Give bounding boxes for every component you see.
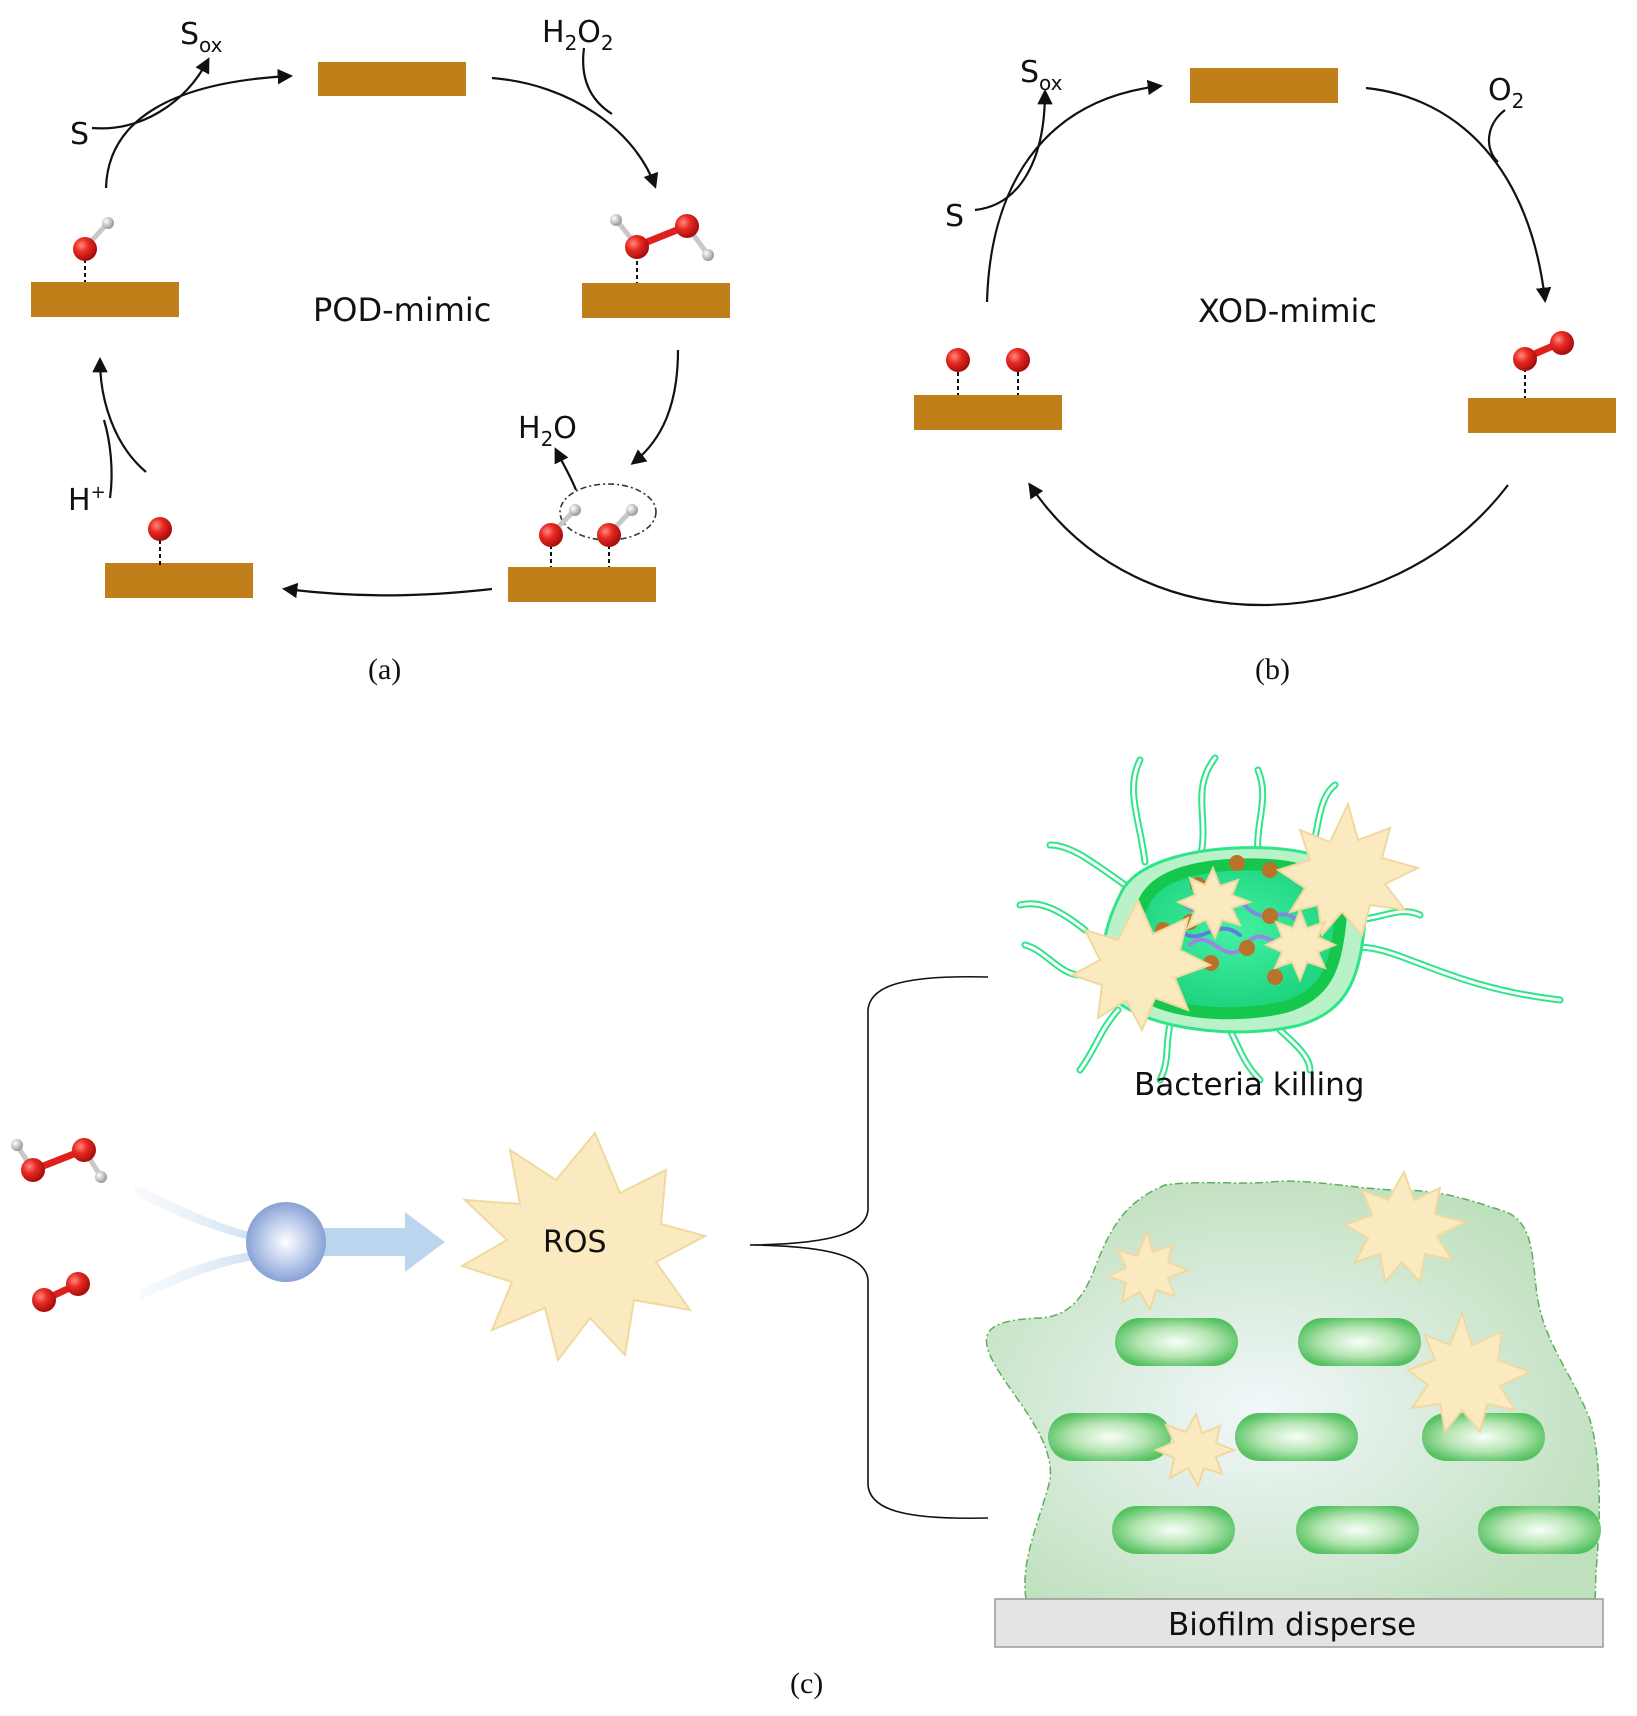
catalyst-slab-right-b bbox=[1468, 398, 1616, 433]
bacterium-illustration bbox=[1016, 754, 1564, 1084]
xod-mimic-title: XOD-mimic bbox=[1198, 292, 1377, 330]
ros-burst-bacteria-1 bbox=[1275, 801, 1421, 938]
ros-burst-bacteria-2 bbox=[1069, 897, 1213, 1033]
ros-burst-biofilm-2 bbox=[1105, 1229, 1191, 1313]
ros-burst bbox=[459, 1131, 708, 1363]
arrow-top-to-right-b bbox=[1365, 86, 1552, 304]
arrow-hplus-in bbox=[102, 419, 113, 499]
h2o-label: H2O bbox=[518, 411, 577, 451]
caption-c: (c) bbox=[790, 1667, 823, 1700]
o2-adsorbate-b bbox=[1513, 331, 1574, 398]
ros-label: ROS bbox=[543, 1225, 607, 1260]
arrow-right-to-bottom bbox=[630, 349, 680, 465]
catalyst-slab-right bbox=[582, 283, 730, 318]
panel-a: Sox H2O2 S POD-mimic H2O H+ (a) bbox=[31, 15, 730, 686]
biofilm-illustration bbox=[985, 1169, 1604, 1648]
ros-burst-biofilm-1 bbox=[1342, 1169, 1468, 1285]
biofilm-disperse-label: Biofilm disperse bbox=[1168, 1607, 1416, 1643]
arrow-h2o2-in bbox=[582, 47, 613, 115]
ros-burst-biofilm-3 bbox=[1405, 1309, 1533, 1435]
bacteria-killing-label: Bacteria killing bbox=[1134, 1067, 1364, 1103]
h2o2-label: H2O2 bbox=[542, 15, 614, 55]
arrow-s-in-b bbox=[974, 88, 1053, 212]
nanozyme-sphere bbox=[246, 1202, 326, 1282]
catalyst-slab-bottom-left bbox=[105, 563, 253, 598]
biofilm-substrate bbox=[994, 1598, 1604, 1648]
panel-b: Sox O2 S XOD-mimic (b) bbox=[914, 55, 1616, 686]
arrow-left-to-top bbox=[104, 68, 294, 189]
h2o2-adsorbate bbox=[610, 214, 714, 283]
catalyst-slab-top-b bbox=[1190, 68, 1338, 103]
arrow-s-in bbox=[91, 57, 210, 130]
arrow-left-up bbox=[92, 356, 147, 473]
catalyst-slab-left-b bbox=[914, 395, 1062, 430]
o2-molecule-c bbox=[32, 1272, 90, 1312]
catalyst-slab-top bbox=[318, 62, 466, 96]
arrow-top-to-right bbox=[491, 76, 659, 189]
ros-burst-biofilm-4 bbox=[1153, 1411, 1237, 1489]
pod-mimic-title: POD-mimic bbox=[313, 291, 491, 329]
biofilm-cells bbox=[1048, 1318, 1601, 1554]
o-adsorbate-bottom-left bbox=[148, 517, 172, 567]
caption-a: (a) bbox=[368, 653, 401, 686]
o2-label-b: O2 bbox=[1488, 73, 1524, 113]
oh-pair-adsorbate bbox=[539, 483, 657, 567]
arrow-right-to-left-b bbox=[1028, 482, 1509, 607]
hplus-label: H+ bbox=[68, 482, 106, 518]
sox-label: Sox bbox=[180, 17, 223, 57]
caption-b: (b) bbox=[1255, 653, 1290, 686]
arrow-bottom-to-left bbox=[281, 582, 493, 599]
arrow-left-to-top-b bbox=[985, 79, 1164, 303]
ros-burst-bacteria-3 bbox=[1175, 865, 1253, 941]
catalyst-slab-left bbox=[31, 282, 179, 317]
sox-label-b: Sox bbox=[1020, 55, 1063, 95]
panel-c: ROS bbox=[11, 754, 1604, 1700]
substrate-label-b: S bbox=[945, 199, 964, 234]
substrate-label: S bbox=[70, 117, 89, 152]
arrow-o2-in-b bbox=[1487, 109, 1506, 163]
o-pair-adsorbate-b bbox=[946, 348, 1030, 395]
catalyst-slab-bottom-right bbox=[508, 567, 656, 602]
oh-adsorbate-left bbox=[73, 217, 114, 282]
h2o2-molecule-c bbox=[11, 1138, 107, 1183]
ros-burst-bacteria-4 bbox=[1263, 907, 1338, 983]
arrow-h2o-out bbox=[554, 447, 578, 491]
brace bbox=[749, 975, 989, 1520]
